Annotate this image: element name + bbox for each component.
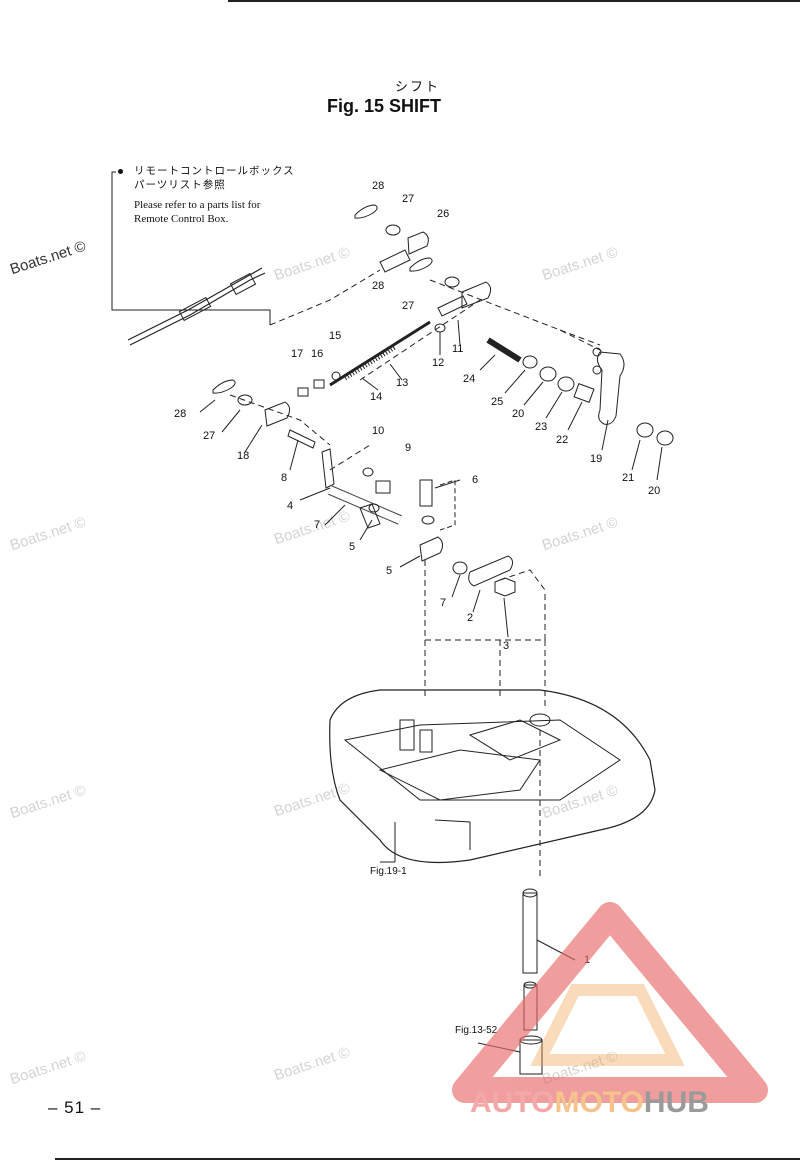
bullet-icon	[118, 169, 123, 174]
part-label: 2	[467, 612, 474, 624]
part-label: 7	[314, 519, 321, 531]
part-label: 18	[237, 450, 250, 462]
part-label: 27	[203, 430, 216, 442]
part-label: 28	[174, 408, 187, 420]
note-en-line2: Remote Control Box.	[134, 213, 229, 225]
part-label: 19	[590, 453, 603, 465]
automotohub-logo: AUTOMOTOHUB	[470, 1086, 709, 1119]
part-label: 15	[329, 330, 342, 342]
page-number: – 51 –	[48, 1098, 102, 1117]
part-label: 16	[311, 348, 324, 360]
part-label: 6	[472, 474, 479, 486]
page-title: Fig. 15 SHIFT	[327, 96, 442, 116]
title-japanese: シフト	[395, 79, 441, 94]
part-label: 9	[405, 442, 412, 454]
part-label: 1	[584, 954, 591, 966]
part-label: 20	[512, 408, 525, 420]
part-label: 21	[622, 472, 635, 484]
part-label: 4	[287, 500, 294, 512]
reference-note: リモートコントロールボックス パーツリスト参照 Please refer to …	[134, 164, 334, 226]
part-label: 3	[503, 640, 510, 652]
part-label: 7	[440, 597, 447, 609]
part-label: 5	[349, 541, 356, 553]
part-label: 23	[535, 421, 548, 433]
figure-reference: Fig.13-52	[455, 1025, 498, 1036]
note-jp-line2: パーツリスト参照	[134, 179, 226, 191]
note-en-line1: Please refer to a parts list for	[134, 199, 261, 211]
part-label: 28	[372, 180, 385, 192]
part-label: 17	[291, 348, 304, 360]
part-label: 14	[370, 391, 383, 403]
bottom-border	[55, 1158, 800, 1160]
part-label: 5	[386, 565, 393, 577]
part-label: 22	[556, 434, 569, 446]
part-label: 10	[372, 425, 385, 437]
part-label: 8	[281, 472, 288, 484]
part-label: 13	[396, 377, 409, 389]
figure-reference: Fig.19-1	[370, 866, 407, 877]
note-jp-line1: リモートコントロールボックス	[134, 165, 295, 177]
part-label: 24	[463, 373, 476, 385]
part-label: 12	[432, 357, 445, 369]
part-label: 27	[402, 193, 415, 205]
part-label: 11	[452, 343, 464, 355]
part-label: 20	[648, 485, 661, 497]
part-label: 25	[491, 396, 504, 408]
part-label: 27	[402, 300, 415, 312]
part-label: 26	[437, 208, 450, 220]
top-border	[228, 0, 800, 2]
part-label: 28	[372, 280, 385, 292]
